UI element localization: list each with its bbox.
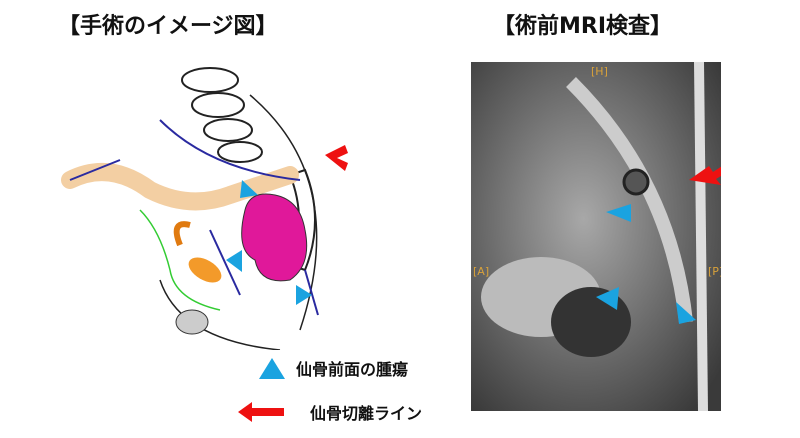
organ	[188, 257, 222, 283]
mri-label-head: [H]	[591, 65, 608, 78]
tumor-marker-icon	[226, 250, 242, 272]
surgery-illustration	[61, 67, 348, 350]
mri-label-posterior: [P]	[708, 265, 721, 278]
tumor-marker-icon	[606, 204, 631, 222]
cut-line-arrow-icon	[325, 145, 348, 171]
legend-tumor-label: 仙骨前面の腫瘍	[296, 360, 409, 379]
illustration-title: 【手術のイメージ図】	[58, 14, 278, 39]
blue-triangle-icon	[259, 358, 285, 379]
red-arrow-icon	[238, 402, 284, 422]
mri-image: [H] [A] [P]	[471, 62, 721, 411]
legend-tumor: 仙骨前面の腫瘍	[258, 356, 408, 380]
tumor-marker-icon	[596, 287, 619, 310]
legend-cut-line: 仙骨切離ライン	[238, 400, 422, 424]
tumor-marker-icon	[240, 180, 258, 198]
mri-title: 【術前MRI検査】	[493, 14, 673, 39]
cut-line-arrow-icon	[689, 166, 721, 185]
tumor	[241, 193, 308, 282]
tumor-marker-icon	[676, 302, 696, 324]
legend-cut-line-label: 仙骨切離ライン	[310, 404, 423, 423]
colon	[61, 163, 299, 211]
tumor-marker-icon	[296, 285, 312, 305]
mri-label-anterior: [A]	[473, 265, 490, 278]
